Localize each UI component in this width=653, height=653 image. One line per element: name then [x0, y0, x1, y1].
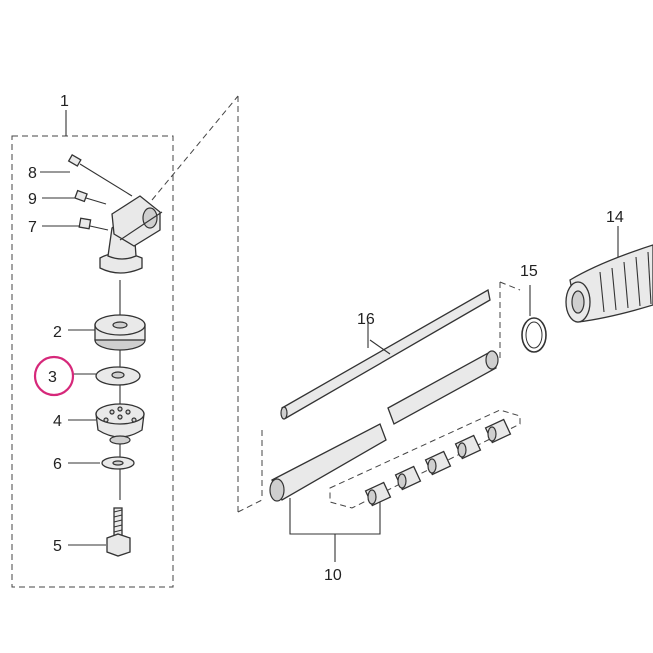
callout-16: 16 [357, 311, 375, 328]
assembly-group-box [11, 110, 174, 588]
callout-9: 9 [28, 191, 37, 208]
blade-holder-lower [68, 403, 145, 445]
gear-head-housing [99, 195, 163, 274]
drive-shaft-16 [280, 288, 491, 420]
callout-6: 6 [53, 456, 62, 473]
outer-tube-10 [269, 350, 499, 562]
highlight-ring-3 [33, 355, 75, 397]
callout-5: 5 [53, 538, 62, 555]
callout-2: 2 [53, 324, 62, 341]
callout-10: 10 [324, 567, 342, 584]
screw-7 [42, 217, 109, 231]
blade-holder-upper [68, 314, 146, 351]
bushings [329, 409, 521, 509]
bolt-5 [68, 507, 131, 557]
callout-1: 1 [60, 93, 69, 110]
handle-grip-14 [565, 226, 653, 323]
washer-3 [72, 366, 141, 386]
screw-9 [42, 189, 107, 205]
callout-7: 7 [28, 219, 37, 236]
callout-8: 8 [28, 165, 37, 182]
callout-3: 3 [48, 369, 57, 386]
callout-15: 15 [520, 263, 538, 280]
dashed-connector-lines [151, 95, 521, 513]
washer-6 [68, 456, 135, 470]
o-ring-15 [521, 285, 547, 353]
screw-8 [40, 154, 133, 197]
callout-4: 4 [53, 413, 62, 430]
callout-14: 14 [606, 209, 624, 226]
